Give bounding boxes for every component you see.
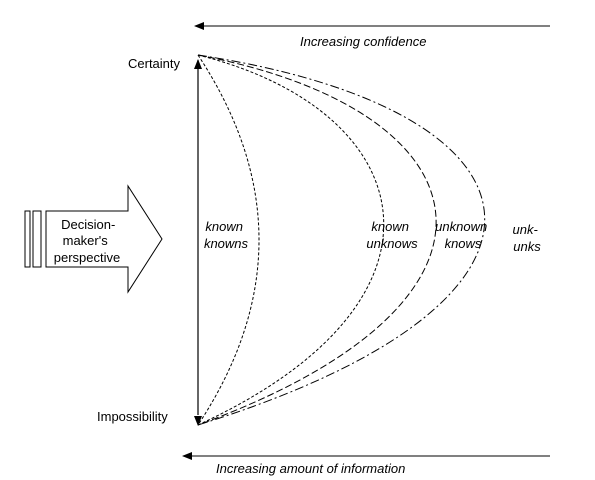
known-unknowns-boundary (197, 54, 385, 426)
perspective-tail-bar-2 (32, 210, 42, 268)
perspective-label: Decision- maker's perspective (54, 217, 120, 265)
unknown-unknowns-boundary (197, 54, 485, 426)
region-known-unknowns: known unknows (366, 219, 418, 251)
region-unknown-knowns: unknown knows (435, 219, 491, 251)
known-knowns-boundary (197, 54, 260, 426)
certainty-label: Certainty (128, 56, 181, 71)
unknown-knowns-boundary (197, 54, 437, 426)
confidence-label: Increasing confidence (300, 34, 426, 49)
impossibility-label: Impossibility (97, 409, 168, 424)
information-label: Increasing amount of information (216, 461, 405, 476)
perspective-arrow (45, 184, 163, 294)
region-unknown-unknowns: unk- unks (513, 222, 542, 254)
perspective-tail-bar-1 (24, 210, 31, 268)
region-known-knowns: known knowns (204, 219, 249, 251)
